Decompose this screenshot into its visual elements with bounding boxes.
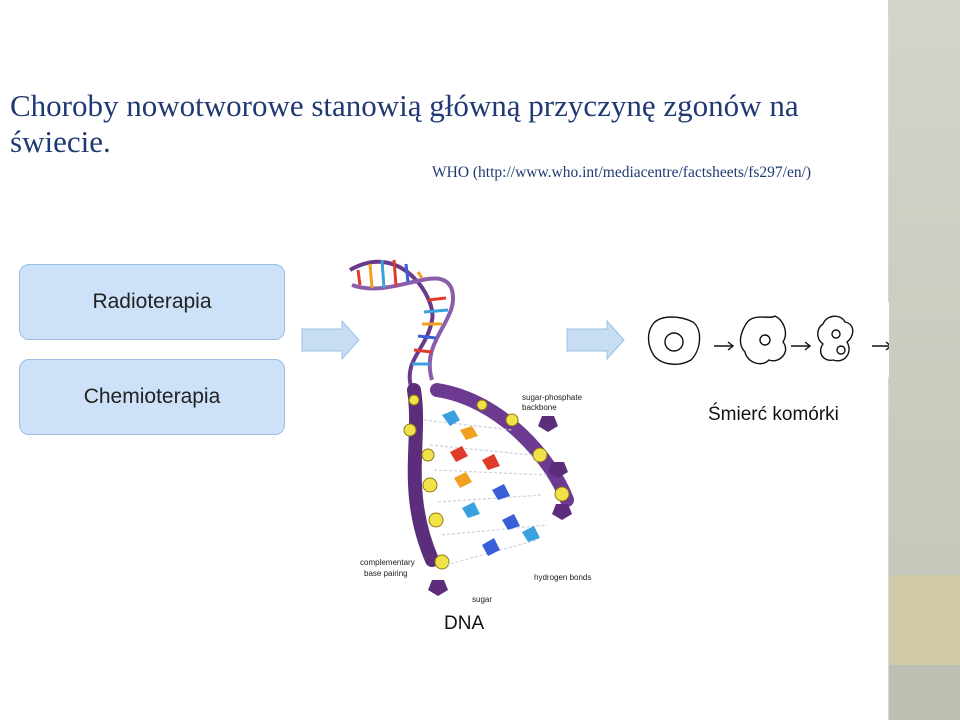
- dna-bases: [442, 410, 540, 556]
- dna-upper-helix: [349, 260, 456, 391]
- radiotherapy-box: Radioterapia: [19, 264, 285, 340]
- annot-backbone: sugar-phosphate: [522, 393, 583, 402]
- arrow-to-dna: [301, 320, 360, 360]
- dna-upper-rungs: [356, 259, 449, 366]
- cell-death-label: Śmierć komórki: [708, 404, 839, 425]
- annot-backbone-2: backbone: [522, 403, 557, 412]
- chemotherapy-box: Chemioterapia: [19, 359, 285, 435]
- annot-sugar: sugar: [472, 595, 492, 604]
- dna-phosphate-groups: [403, 394, 570, 570]
- dna-sugars: [428, 416, 572, 596]
- arrow-to-cell-death: [566, 320, 625, 360]
- side-decor-upper: [889, 0, 960, 575]
- chemotherapy-label: Chemioterapia: [83, 385, 221, 408]
- slide: Choroby nowotworowe stanowią główną przy…: [10, 0, 936, 720]
- radiotherapy-label: Radioterapia: [92, 290, 212, 313]
- source-citation: WHO (http://www.who.int/mediacentre/fact…: [432, 164, 812, 181]
- annot-hbonds: hydrogen bonds: [534, 573, 591, 582]
- annot-pairing: complementary: [360, 558, 415, 567]
- dna-backbone: [407, 383, 574, 567]
- annot-pairing-2: base pairing: [364, 569, 408, 578]
- side-decor-accent: [889, 575, 960, 665]
- dna-illustration: sugar-phosphate backbone complementary b…: [349, 259, 591, 604]
- dna-label: DNA: [444, 613, 485, 634]
- slide-title: Choroby nowotworowe stanowią główną przy…: [10, 88, 799, 159]
- side-decor-lower: [889, 665, 960, 720]
